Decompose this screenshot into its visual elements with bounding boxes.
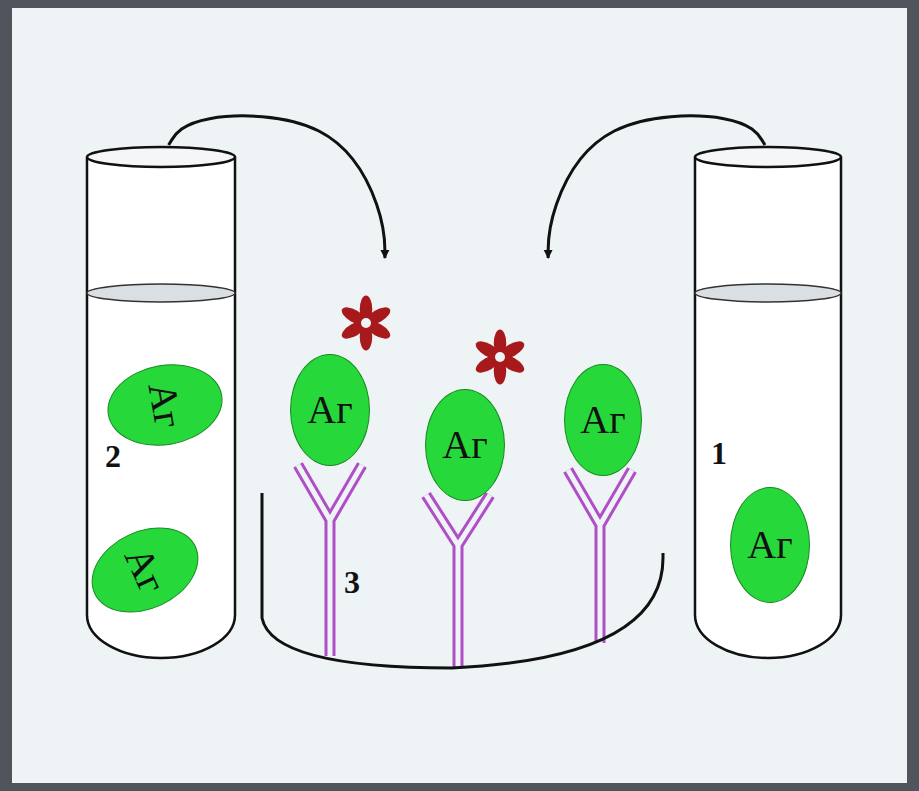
antigen-ellipse: Аг — [425, 389, 505, 501]
antigen-label: Аг — [307, 390, 352, 430]
reaction-well: 3АгАгАг — [262, 258, 665, 670]
well-wall — [262, 493, 663, 668]
antigen-ellipse: Аг — [564, 364, 642, 476]
antigen-label: Аг — [580, 400, 625, 440]
antibody-symbol — [298, 465, 362, 656]
liquid-surface — [87, 284, 235, 302]
callout-number: 1 — [711, 437, 727, 469]
antibody-symbol — [298, 465, 362, 656]
antigen-label: Аг — [117, 541, 172, 599]
tube-rim — [695, 147, 841, 167]
callout-number: 3 — [344, 566, 360, 598]
label-marker — [339, 296, 393, 351]
callout-number: 2 — [105, 440, 121, 472]
test-tube: 1Аг — [693, 145, 843, 660]
antigen-label: Аг — [747, 525, 792, 565]
antibody-symbol — [426, 495, 490, 668]
label-marker — [473, 330, 527, 385]
antibody-symbol — [426, 495, 490, 668]
tube-body — [695, 157, 841, 658]
antigen-ellipse: Аг — [290, 354, 370, 466]
test-tube: 2АгАг — [85, 145, 237, 660]
antigen-label: Аг — [442, 425, 487, 465]
antigen-label: Аг — [141, 379, 188, 431]
antigen-ellipse: Аг — [730, 487, 810, 603]
antibody-symbol — [568, 470, 632, 643]
tube-rim — [87, 147, 235, 167]
liquid-surface — [695, 284, 841, 302]
antibody-symbol — [568, 470, 632, 643]
